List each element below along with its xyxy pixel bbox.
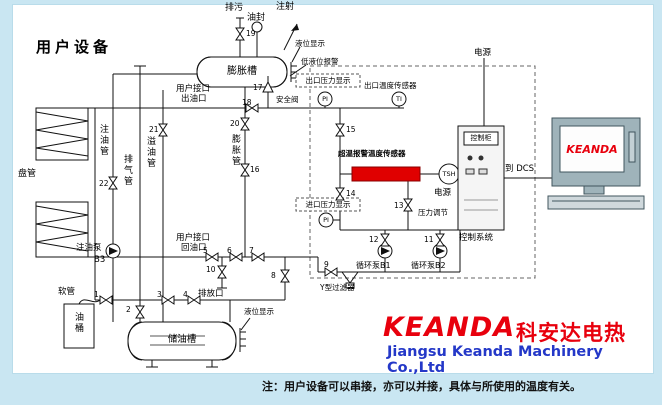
valve-10: 10: [206, 265, 216, 274]
user-outlet-label-1: 用户接口: [176, 84, 211, 94]
valve-2: 2: [126, 305, 131, 314]
inlet-pressure-label: 进口压力显示: [305, 199, 351, 209]
footnote: 注：用户设备可以串接，亦可以并接，具体与所使用的温度有关。: [262, 380, 581, 393]
fill-pump-symbol: [105, 243, 121, 259]
brand-logo: KEANDA: [383, 312, 516, 343]
circ-pump-b1-label: 循环泵B1: [356, 261, 391, 270]
level-gauge-top: [290, 62, 297, 82]
heater-unit-boundary: [309, 65, 536, 279]
injection-arrow: [291, 24, 299, 31]
expansion-pipe-label: 膨胀管: [230, 134, 240, 167]
control-cabinet: [457, 125, 505, 231]
pi-outlet-text: PI: [322, 94, 328, 103]
storage-tank-label: 储油槽: [167, 334, 197, 346]
brand-company-en: Jiangsu Keanda Machinery Co.,Ltd: [387, 344, 603, 376]
user-return-label-1: 用户接口: [176, 233, 211, 243]
outlet-pressure-box: [295, 73, 361, 88]
ti-outlet-text: TI: [396, 94, 402, 103]
drain-port-label: 排放口: [198, 289, 224, 299]
y-strainer-symbol: [341, 271, 359, 289]
outlet-pressure-label: 出口压力显示: [305, 75, 351, 85]
level-display-top-label: 液位显示: [295, 39, 325, 48]
page-title: 用户设备: [36, 38, 113, 56]
coil-label: 盘管: [18, 169, 37, 179]
valve-7: 7: [249, 246, 254, 255]
valve-13: 13: [394, 201, 404, 210]
valve-20: 20: [230, 119, 240, 128]
valve-8: 8: [271, 271, 276, 280]
user-coil-2: [35, 201, 89, 258]
pi-inlet-text: PI: [323, 215, 329, 224]
oil-seal-label: 油封: [247, 13, 266, 23]
brand-name-cn: 科安达电热: [516, 321, 626, 345]
inlet-pressure-box: [295, 197, 361, 212]
valve-21: 21: [149, 125, 159, 134]
safety-valve-symbol: [262, 76, 274, 93]
valve-1: 1: [94, 290, 99, 299]
overtemp-sensor-heater-bar: [351, 166, 421, 182]
expansion-tank-label: 膨胀槽: [227, 66, 257, 77]
tsh-text: TSH: [442, 169, 456, 178]
oil-drum-label: 油桶: [73, 312, 83, 334]
valve-17: 17: [253, 83, 263, 92]
blowdown-label: 排污: [225, 3, 244, 13]
monitor-brand-text: KEANDA: [566, 142, 618, 156]
oil-drum-shape: [63, 303, 95, 349]
y-strainer-label: Y型过滤器: [320, 283, 355, 292]
control-system-label: 控制系统: [459, 233, 494, 243]
level-display-bottom-label: 液位显示: [244, 307, 274, 316]
power-mid-label: 电源: [434, 188, 452, 198]
fill-pump-id: B3: [94, 255, 106, 265]
level-gauge-bottom: [239, 328, 246, 352]
valve-3: 3: [157, 290, 162, 299]
valve-15: 15: [346, 125, 356, 134]
overflow-pipe-label: 溢油管: [145, 136, 155, 169]
valve-11: 11: [424, 235, 434, 244]
valve-16: 16: [250, 165, 260, 174]
valve-19: 19: [246, 29, 256, 38]
valve-12: 12: [369, 235, 379, 244]
vent-pipe-label: 排气管: [122, 154, 132, 187]
injection-label: 注射: [276, 2, 295, 12]
valve-22: 22: [99, 179, 109, 188]
valve-6: 6: [227, 246, 232, 255]
power-top-label: 电源: [474, 48, 492, 58]
fill-pump-label: 注油泵: [76, 243, 102, 253]
valve-9: 9: [324, 260, 329, 269]
valve-14: 14: [346, 189, 356, 198]
outlet-temp-label: 出口温度传感器: [364, 81, 417, 90]
valve-18: 18: [242, 98, 252, 107]
valve-4: 4: [183, 290, 188, 299]
hose-label: 软管: [58, 287, 76, 297]
low-level-alarm-label: 低液位报警: [301, 57, 339, 66]
control-cabinet-label: 控制柜: [470, 134, 492, 142]
oil-seal-device: [251, 21, 263, 33]
pressure-regulation-label: 压力调节: [418, 208, 448, 217]
expansion-tank: [196, 56, 288, 88]
safety-valve-label: 安全阀: [276, 95, 299, 104]
dcs-computer: [547, 117, 645, 210]
storage-tank: [127, 321, 237, 368]
fill-pipe-label: 注油管: [98, 124, 108, 157]
user-return-label-2: 回油口: [181, 243, 207, 253]
user-outlet-label-2: 出油口: [181, 94, 207, 104]
circ-pump-b2-label: 循环泵B2: [411, 261, 446, 270]
to-dcs-label: 到 DCS: [505, 164, 535, 174]
overtemp-sensor-label: 超温报警温度传感器: [338, 149, 406, 158]
valve-5: 5: [203, 246, 208, 255]
user-coil-1: [35, 107, 89, 161]
